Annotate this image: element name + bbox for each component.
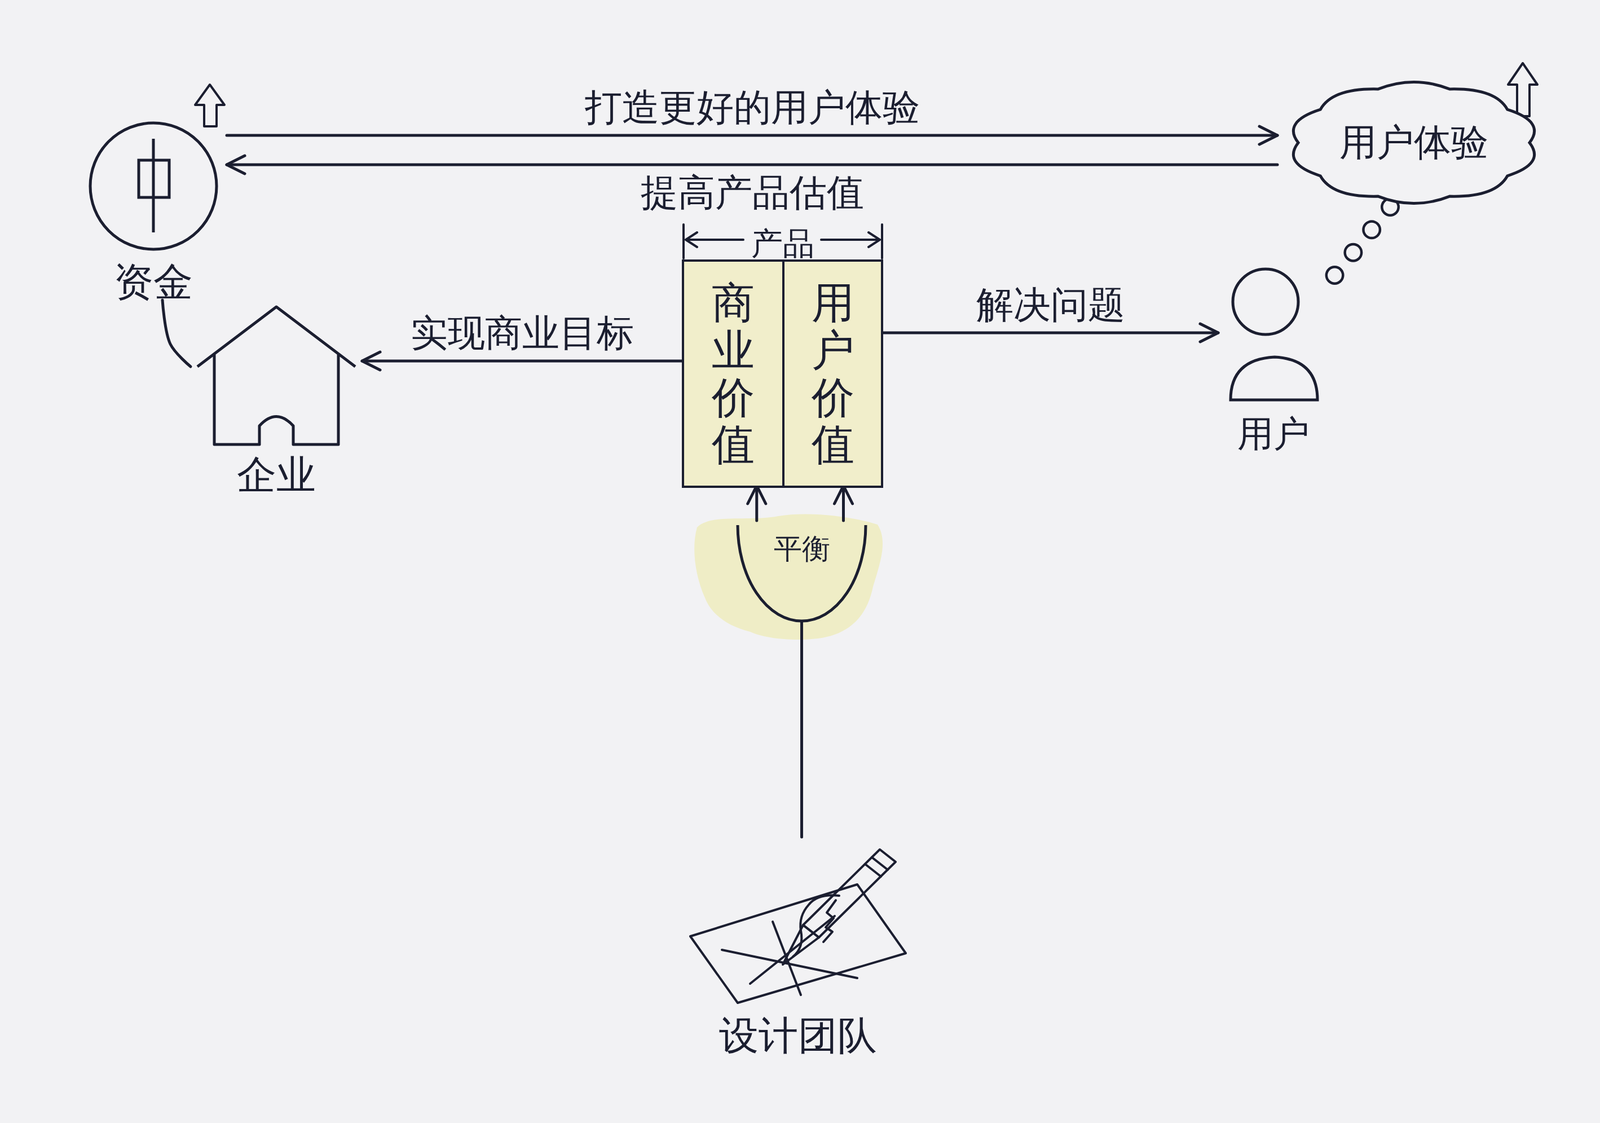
increase-arrow (195, 84, 225, 127)
connector-arrow (800, 622, 804, 837)
pen-body (803, 849, 896, 938)
value-column: 用户价值 (782, 261, 881, 486)
product-heading: 产品 (684, 224, 881, 263)
fund-node: 资金 (80, 119, 227, 301)
company-node: 企业 (190, 304, 363, 514)
coin-symbol (152, 138, 156, 233)
node-label: 用户 (1218, 412, 1329, 456)
person-head (1232, 269, 1299, 335)
node-label: 平衡 (728, 531, 875, 566)
house-outline (197, 306, 356, 445)
house-shape (190, 304, 363, 446)
bracket-tick (880, 224, 884, 259)
drawing-illustration (690, 849, 906, 1003)
node-label: 设计团队 (681, 1011, 915, 1060)
paper-sheet (690, 884, 906, 1003)
user-node: 用户 (1218, 265, 1329, 452)
bubble-fill (1328, 206, 1391, 283)
bracket-tick (682, 224, 685, 259)
edge-label: 打造更好的用户体验 (584, 85, 920, 130)
connector-arrow (755, 485, 758, 521)
connector-arrow (842, 485, 845, 521)
connector-arrow (226, 134, 1278, 138)
node-label: 用户体验 (1277, 120, 1551, 165)
experience-cloud: 用户体验 (1277, 75, 1551, 211)
edge-label-holder: 实现商业目标 (410, 310, 634, 356)
edge-label-holder: 解决问题 (976, 282, 1126, 328)
product-box: 产品商业价值用户价值 (681, 259, 884, 488)
node-label: 资金 (80, 258, 227, 306)
connector-arrow (883, 331, 1219, 335)
highlight-blotch (694, 513, 883, 640)
increase-arrow (1508, 63, 1538, 117)
connector-arrow (226, 163, 1278, 167)
edge-label: 提高产品估值 (640, 170, 865, 215)
node-label: 企业 (190, 451, 363, 499)
person-body (1230, 356, 1318, 400)
coin-outline (90, 122, 217, 250)
connector-arrow (162, 300, 191, 367)
bracket-arrow (821, 232, 880, 248)
connector-arrow (362, 359, 682, 363)
balance-bowl: 平衡 (728, 520, 875, 623)
person-shape (1218, 265, 1329, 407)
edge-label: 实现商业目标 (410, 310, 634, 356)
thought-bubbles (1328, 206, 1391, 283)
value-column: 商业价值 (684, 261, 783, 486)
node-label: 商业价值 (711, 279, 755, 468)
node-label: 用户价值 (811, 279, 855, 468)
bracket-arrow (685, 232, 744, 248)
edge-label-holder: 打造更好的用户体验 (584, 85, 920, 130)
hand-outline (792, 895, 840, 957)
edge-label-holder: 提高产品估值 (640, 170, 865, 215)
draw-shape (681, 836, 915, 1007)
pen-cap-band (865, 857, 888, 877)
sketch-strokes (721, 915, 858, 995)
coin-shape (80, 119, 227, 253)
edge-label: 解决问题 (976, 282, 1126, 328)
design-team-node: 设计团队 (681, 836, 915, 1086)
